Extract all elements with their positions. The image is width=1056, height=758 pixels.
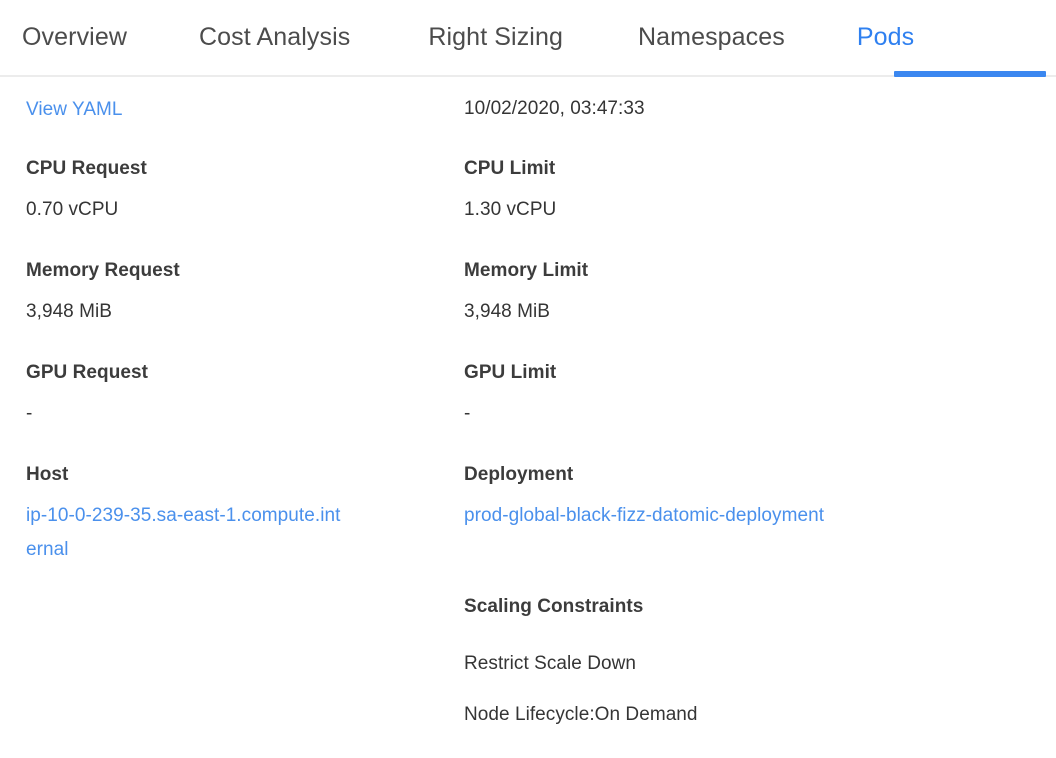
scaling-constraint-item: Node Lifecycle:On Demand	[464, 703, 698, 727]
field-view-yaml: View YAML	[26, 93, 123, 127]
field-cpu-limit: CPU Limit 1.30 vCPU	[464, 157, 556, 222]
host-link[interactable]: ip-10-0-239-35.sa-east-1.compute.interna…	[26, 505, 341, 560]
field-timestamp: 10/02/2020, 03:47:33	[464, 97, 645, 121]
tab-cost-analysis[interactable]: Cost Analysis	[199, 0, 350, 75]
field-deployment: Deployment prod-global-black-fizz-datomi…	[464, 463, 824, 533]
gpu-limit-label: GPU Limit	[464, 362, 557, 383]
cpu-request-value: 0.70 vCPU	[26, 199, 119, 220]
tab-pods[interactable]: Pods	[857, 0, 914, 75]
field-memory-request: Memory Request 3,948 MiB	[26, 259, 180, 324]
cpu-request-label: CPU Request	[26, 158, 147, 179]
memory-limit-label: Memory Limit	[464, 260, 589, 281]
field-cpu-request: CPU Request 0.70 vCPU	[26, 157, 147, 222]
deployment-label: Deployment	[464, 464, 574, 485]
active-tab-indicator	[894, 71, 1046, 77]
gpu-request-label: GPU Request	[26, 362, 148, 383]
cpu-limit-value: 1.30 vCPU	[464, 199, 557, 220]
view-yaml-link[interactable]: View YAML	[26, 99, 123, 120]
scaling-constraints-label: Scaling Constraints	[464, 596, 644, 617]
cpu-limit-label: CPU Limit	[464, 158, 556, 179]
memory-request-label: Memory Request	[26, 260, 180, 281]
field-gpu-limit: GPU Limit -	[464, 361, 556, 426]
tab-right-sizing[interactable]: Right Sizing	[428, 0, 563, 75]
memory-limit-value: 3,948 MiB	[464, 301, 550, 322]
tab-namespaces[interactable]: Namespaces	[638, 0, 785, 75]
host-label: Host	[26, 464, 69, 485]
scaling-constraint-item: Restrict Scale Down	[464, 652, 636, 676]
deployment-link[interactable]: prod-global-black-fizz-datomic-deploymen…	[464, 505, 825, 526]
memory-request-value: 3,948 MiB	[26, 301, 112, 322]
field-gpu-request: GPU Request -	[26, 361, 148, 426]
field-host: Host ip-10-0-239-35.sa-east-1.compute.in…	[26, 463, 351, 567]
pod-start-timestamp: 10/02/2020, 03:47:33	[464, 98, 645, 119]
gpu-request-value: -	[26, 403, 33, 424]
constraint-node-lifecycle: Node Lifecycle:On Demand	[464, 704, 698, 725]
tab-overview[interactable]: Overview	[22, 0, 127, 75]
gpu-limit-value: -	[464, 403, 471, 424]
field-memory-limit: Memory Limit 3,948 MiB	[464, 259, 588, 324]
tab-bar: Overview Cost Analysis Right Sizing Name…	[0, 0, 1056, 77]
constraint-restrict-scale-down: Restrict Scale Down	[464, 653, 637, 674]
field-scaling-constraints: Scaling Constraints	[464, 595, 643, 619]
